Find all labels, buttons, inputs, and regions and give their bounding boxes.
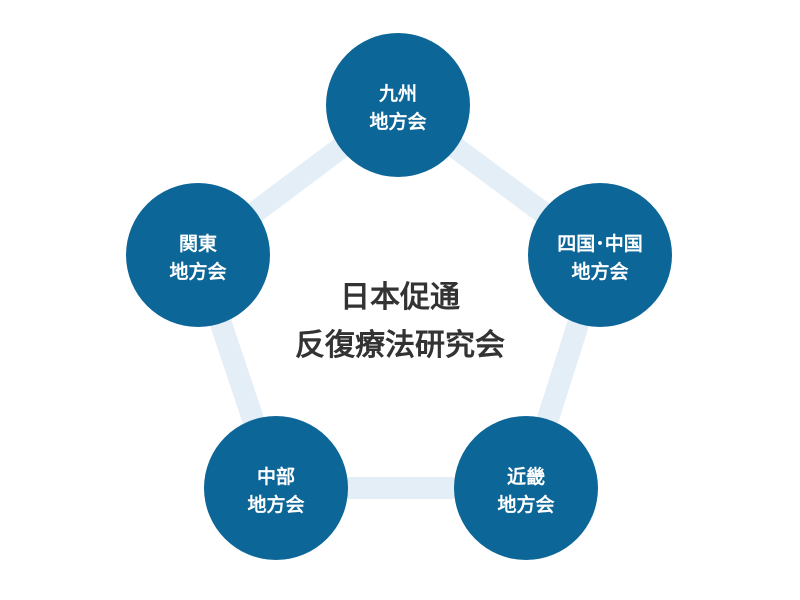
node-circle	[326, 33, 470, 177]
node-circle	[528, 183, 672, 327]
node-circle	[126, 183, 270, 327]
node-label-line2: 地方会	[247, 493, 304, 516]
node-label-line2: 地方会	[369, 110, 426, 133]
node-kinki: 近畿 地方会	[454, 416, 598, 560]
node-shikoku-chugoku: 四国･中国 地方会	[528, 183, 672, 327]
node-circle	[204, 416, 348, 560]
node-label-line1: 関東	[179, 232, 217, 255]
node-label-line1: 九州	[378, 83, 417, 105]
center-title-line2: 反復療法研究会	[295, 328, 505, 363]
node-label-line1: 近畿	[507, 465, 545, 488]
node-label-line2: 地方会	[497, 493, 554, 516]
node-circle	[454, 416, 598, 560]
node-chubu: 中部 地方会	[204, 416, 348, 560]
node-kyushu: 九州 地方会	[326, 33, 470, 177]
center-title: 日本促通 反復療法研究会	[295, 280, 505, 363]
node-label-line2: 地方会	[169, 260, 226, 283]
node-label-line2: 地方会	[571, 260, 628, 283]
node-kanto: 関東 地方会	[126, 183, 270, 327]
node-label-line1: 中部	[257, 465, 295, 488]
center-title-line1: 日本促通	[340, 280, 460, 315]
node-label-line1: 四国･中国	[557, 232, 643, 255]
